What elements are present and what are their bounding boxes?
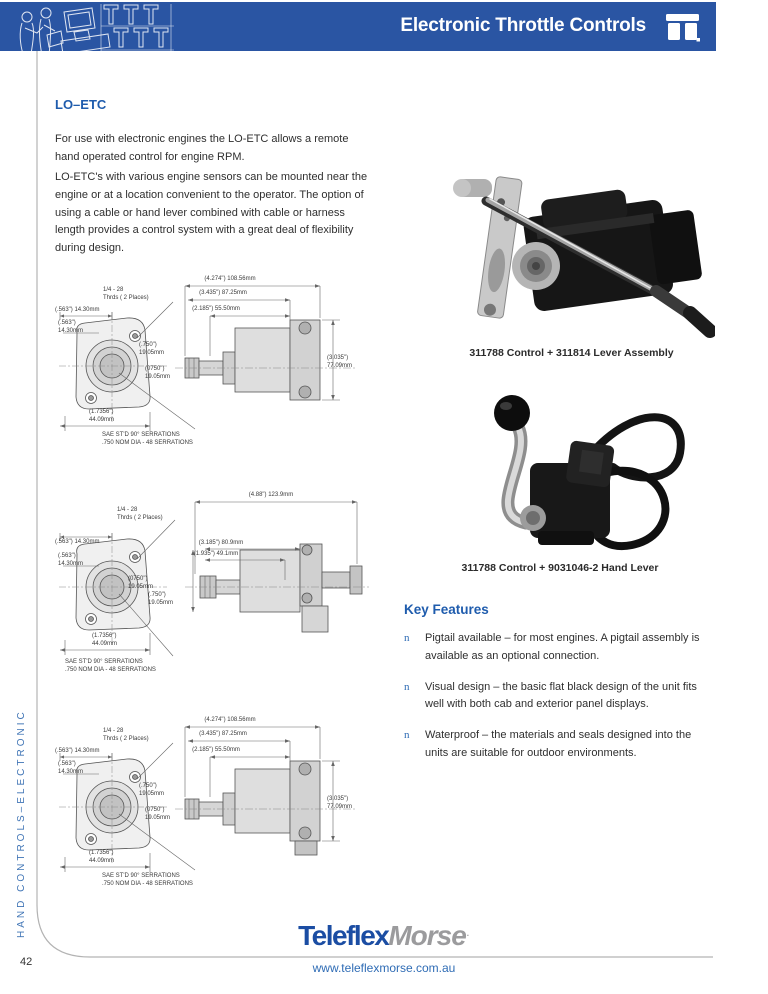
serration-note: SAE ST'D 90° SERRATIONS .750 NOM DIA - 4… xyxy=(102,432,193,446)
sidebar-section-label: HAND CONTROLS–ELECTRONIC xyxy=(16,709,27,938)
key-features-heading: Key Features xyxy=(404,602,489,617)
dim-offset-b: (0750") 19.05mm xyxy=(128,576,154,590)
thread-note: 1/4 - 28 Thrds ( 2 Places) xyxy=(117,507,163,521)
dim-height: (3.035") 77.09mm xyxy=(327,796,353,810)
dim-body-length: (3.435") 87.25mm xyxy=(199,731,247,737)
dim-inner-length: (2.185") 55.50mm xyxy=(192,747,240,753)
brand-logo: TeleflexMorse· xyxy=(0,920,768,952)
dim-body-length: (3.185") 80.9mm xyxy=(198,540,244,546)
dim-inner-length: (2.185") 55.50mm xyxy=(192,306,240,312)
thread-note: 1/4 - 28 Thrds ( 2 Places) xyxy=(103,287,149,301)
dim-flange-a: (.563") 14.30mm xyxy=(55,307,100,313)
serration-note: SAE ST'D 90° SERRATIONS .750 NOM DIA - 4… xyxy=(65,659,156,673)
dim-offset-b: (0750") 19.05mm xyxy=(145,366,171,380)
photo-caption-1: 311788 Control + 311814 Lever Assembly xyxy=(469,347,674,359)
photo-caption-2: 311788 Control + 9031046-2 Hand Lever xyxy=(461,562,659,574)
page-number: 42 xyxy=(20,956,33,968)
website-link[interactable]: www.teleflexmorse.com.au xyxy=(312,961,456,975)
dim-flange-b: (.563") 14.30mm xyxy=(58,761,84,775)
thread-note: 1/4 - 28 Thrds ( 2 Places) xyxy=(103,728,149,742)
technical-drawing-3: (4.274") 108.56mm (3.435") 87.25mm (2.18… xyxy=(55,717,375,902)
product-photo-control-lever-assembly xyxy=(428,163,715,346)
dim-bolt-circle: (1.7356") 44.09mm xyxy=(92,633,118,647)
serration-note: SAE ST'D 90° SERRATIONS .750 NOM DIA - 4… xyxy=(102,873,193,887)
dim-offset-a: (.750") 19.05mm xyxy=(148,592,174,606)
dim-bolt-circle: (1.7356") 44.09mm xyxy=(89,409,115,423)
list-item: n Waterproof – the materials and seals d… xyxy=(404,727,716,763)
dim-body-length: (3.435") 87.25mm xyxy=(199,290,247,296)
dim-offset-a: (.750") 19.05mm xyxy=(139,342,165,356)
section-heading-lo-etc: LO–ETC xyxy=(55,97,107,112)
operators-at-console-line-art xyxy=(19,4,174,57)
drawing-3-linework xyxy=(59,725,357,872)
feature-text: Pigtail available – for most engines. A … xyxy=(425,632,700,662)
dim-bolt-circle: (1.7356") 44.09mm xyxy=(89,850,115,864)
header-banner: Electronic Throttle Controls xyxy=(0,2,716,57)
dim-flange-b: (.563") 14.30mm xyxy=(58,320,84,334)
trademark-dot: · xyxy=(465,927,470,942)
feature-text: Visual design – the basic flat black des… xyxy=(425,680,697,711)
dim-height: (3.035") 77.09mm xyxy=(327,355,353,369)
technical-drawing-2: (4.88") 123.9mm 1/4 - 28 Thrds ( 2 Place… xyxy=(55,492,375,687)
intro-paragraph-2: LO-ETC's with various engine sensors can… xyxy=(55,171,368,255)
dim-overall-length: (4.88") 123.9mm xyxy=(248,492,294,498)
feature-text: Waterproof – the materials and seals des… xyxy=(425,729,692,760)
bullet-marker: n xyxy=(404,680,410,693)
dim-flange-b: (.563") 14.30mm xyxy=(58,553,84,567)
dim-overall-length: (4.274") 108.56mm xyxy=(204,717,256,723)
brand-logo-teleflex: Teleflex xyxy=(298,920,390,951)
bullet-marker: n xyxy=(404,729,410,742)
intro-paragraph-1: For use with electronic engines the LO-E… xyxy=(55,133,349,163)
product-photo-control-hand-lever xyxy=(430,385,690,560)
dim-flange-a: (.563") 14.30mm xyxy=(55,539,100,545)
drawing-1-linework xyxy=(59,284,357,431)
dim-flange-a: (.563") 14.30mm xyxy=(55,748,100,754)
dim-offset-a: (.750") 19.05mm xyxy=(139,783,165,797)
dim-inner-length: (1.935") 49.1mm xyxy=(193,551,239,557)
brand-logo-morse: Morse xyxy=(388,920,466,951)
list-item: n Visual design – the basic flat black d… xyxy=(404,679,716,715)
dim-overall-length: (4.274") 108.56mm xyxy=(204,276,256,282)
key-features-list: n Pigtail available – for most engines. … xyxy=(404,630,716,776)
page-title: Electronic Throttle Controls xyxy=(400,15,646,36)
drawing-2-linework xyxy=(59,500,369,657)
bullet-marker: n xyxy=(404,632,410,644)
technical-drawing-1: (4.274") 108.56mm (3.435") 87.25mm (2.18… xyxy=(55,276,375,461)
dim-offset-b: (0750") 19.05mm xyxy=(145,807,171,821)
list-item: n Pigtail available – for most engines. … xyxy=(404,630,716,666)
teleflex-mark-icon xyxy=(666,14,700,42)
